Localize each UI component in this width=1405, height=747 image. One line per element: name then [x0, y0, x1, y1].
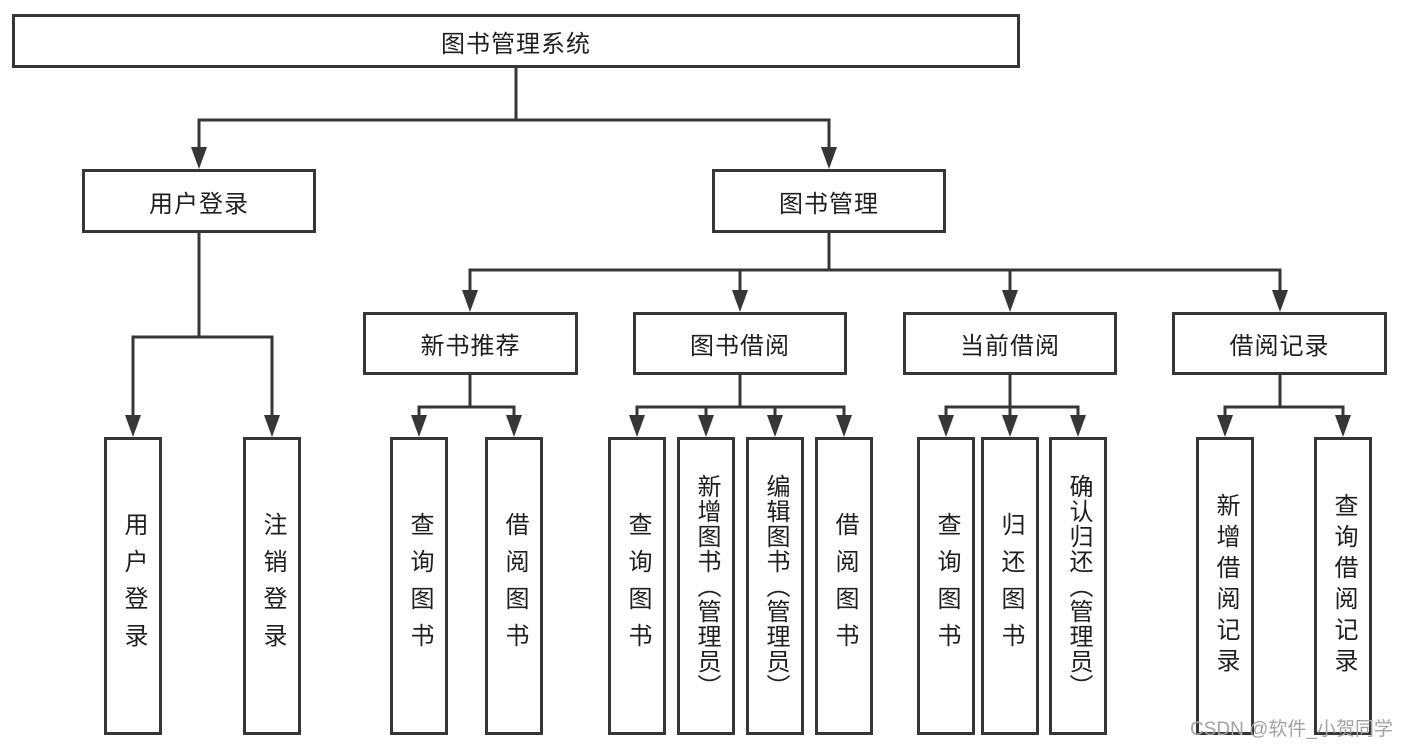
leaf-edit-book-admin-label: 编辑图书（管理员） — [762, 473, 789, 699]
node-book-management-label: 图书管理 — [779, 190, 879, 218]
arrowhead-icon — [767, 415, 783, 437]
leaf-return-book: 归还图书 — [981, 437, 1039, 735]
leaf-confirm-return-admin: 确认归还（管理员） — [1049, 437, 1107, 735]
arrowhead-icon — [411, 415, 427, 437]
leaf-add-book-admin-label: 新增图书（管理员） — [693, 473, 720, 699]
node-book-management: 图书管理 — [712, 169, 946, 233]
arrowhead-icon — [629, 415, 645, 437]
leaf-user-login-label: 用户登录 — [120, 512, 147, 660]
arrowhead-icon — [732, 290, 748, 312]
connector-user-login-to-leaves — [125, 231, 280, 437]
leaf-add-borrow-record-label: 新增借阅记录 — [1212, 493, 1239, 679]
arrowhead-icon — [1217, 415, 1233, 437]
arrowhead-icon — [1272, 290, 1288, 312]
leaf-borrow-books-recommend: 借阅图书 — [485, 437, 543, 735]
leaf-query-borrow-record: 查询借阅记录 — [1314, 437, 1372, 735]
arrowhead-icon — [506, 415, 522, 437]
node-current-borrow: 当前借阅 — [903, 312, 1117, 375]
node-root-label: 图书管理系统 — [441, 30, 591, 58]
arrowhead-icon — [1002, 415, 1018, 437]
node-book-borrow-label: 图书借阅 — [690, 333, 790, 360]
node-user-login: 用户登录 — [82, 169, 316, 233]
arrowhead-icon — [191, 147, 207, 169]
node-current-borrow-label: 当前借阅 — [960, 333, 1060, 360]
watermark: CSDN @软件_小贺同学 — [1190, 719, 1393, 740]
leaf-query-books-borrow: 查询图书 — [608, 437, 666, 735]
node-root: 图书管理系统 — [12, 14, 1020, 68]
leaf-borrow-books-borrow-label: 借阅图书 — [831, 512, 858, 660]
leaf-query-books-borrow-label: 查询图书 — [624, 512, 651, 660]
arrowhead-icon — [1002, 290, 1018, 312]
node-new-book-recommend-label: 新书推荐 — [420, 333, 521, 360]
connector-new-book-to-leaves — [411, 373, 522, 437]
arrowhead-icon — [1070, 415, 1086, 437]
arrowhead-icon — [264, 415, 280, 437]
arrowhead-icon — [698, 415, 714, 437]
arrowhead-icon — [938, 415, 954, 437]
connector-borrow-records-to-leaves — [1217, 373, 1351, 437]
connector-current-borrow-to-leaves — [938, 373, 1086, 437]
node-borrow-records: 借阅记录 — [1172, 312, 1387, 375]
leaf-query-books-recommend-label: 查询图书 — [406, 512, 433, 660]
leaf-query-books-current-label: 查询图书 — [933, 512, 960, 660]
leaf-borrow-books-borrow: 借阅图书 — [815, 437, 873, 735]
arrowhead-icon — [125, 415, 141, 437]
arrowhead-icon — [836, 415, 852, 437]
leaf-query-books-current: 查询图书 — [917, 437, 975, 735]
node-new-book-recommend: 新书推荐 — [363, 312, 578, 375]
leaf-query-books-recommend: 查询图书 — [390, 437, 448, 735]
node-book-borrow: 图书借阅 — [633, 312, 847, 375]
leaf-logout: 注销登录 — [243, 437, 301, 735]
leaf-borrow-books-recommend-label: 借阅图书 — [501, 512, 528, 660]
node-user-login-label: 用户登录 — [149, 190, 249, 218]
leaf-edit-book-admin: 编辑图书（管理员） — [746, 437, 804, 735]
leaf-user-login: 用户登录 — [104, 437, 162, 735]
connector-book-management-to-level3 — [462, 231, 1288, 312]
leaf-logout-label: 注销登录 — [259, 512, 286, 660]
node-borrow-records-label: 借阅记录 — [1229, 333, 1330, 360]
arrowhead-icon — [462, 290, 478, 312]
connector-root-to-level2 — [191, 66, 837, 169]
arrowhead-icon — [1335, 415, 1351, 437]
leaf-add-book-admin: 新增图书（管理员） — [677, 437, 735, 735]
connector-book-borrow-to-leaves — [629, 373, 852, 437]
leaf-query-borrow-record-label: 查询借阅记录 — [1330, 493, 1357, 679]
arrowhead-icon — [821, 147, 837, 169]
leaf-confirm-return-admin-label: 确认归还（管理员） — [1065, 473, 1092, 699]
leaf-return-book-label: 归还图书 — [997, 512, 1024, 660]
leaf-add-borrow-record: 新增借阅记录 — [1196, 437, 1254, 735]
